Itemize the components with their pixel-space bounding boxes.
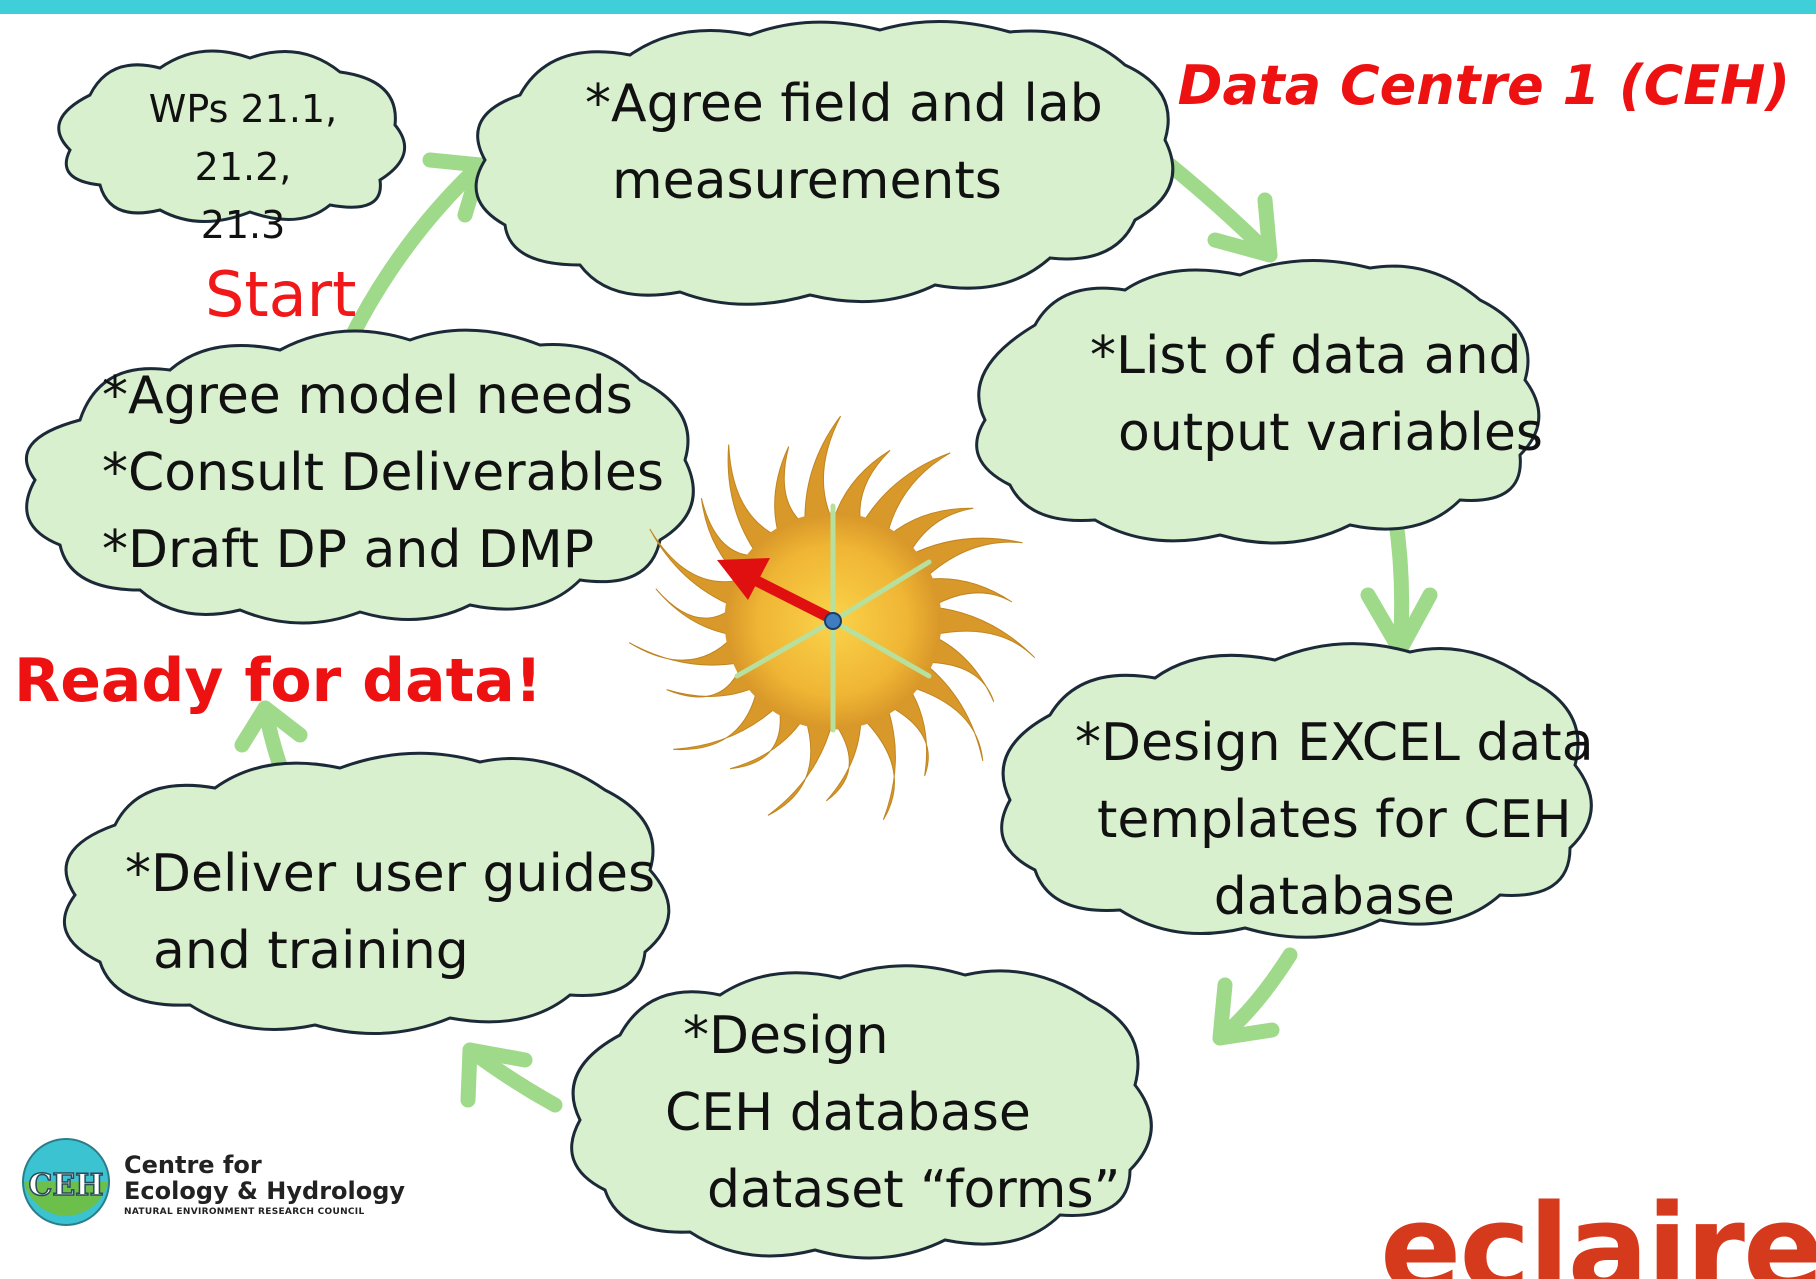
sun-flame xyxy=(767,716,834,816)
step6-line-2: and training xyxy=(153,921,469,981)
sun-flame xyxy=(700,497,759,580)
step2-line-2: measurements xyxy=(612,151,1002,211)
sun-flame xyxy=(923,578,1013,608)
sun-flame xyxy=(832,449,891,526)
top-accent-bar xyxy=(0,0,1816,14)
sun-flame xyxy=(666,661,758,698)
sun-flame xyxy=(804,415,842,526)
step3-line-1: *List of data and xyxy=(1090,326,1522,386)
step1-text: *Agree model needs *Consult Deliverables… xyxy=(102,358,664,589)
ceh-logo-emblem: CEH xyxy=(22,1138,110,1226)
sun-flame xyxy=(649,528,743,608)
step5-line-2: CEH database xyxy=(665,1083,1031,1143)
sun-flame xyxy=(774,446,806,538)
cloud-shapes xyxy=(24,20,1593,1260)
wps-label: WPs 21.1, 21.2, 21.3 xyxy=(148,80,338,254)
cloud-step5 xyxy=(570,964,1153,1260)
cloud-step4 xyxy=(1000,642,1593,939)
sun-flame xyxy=(628,634,743,666)
sun-flame xyxy=(886,685,929,777)
cloud-step2 xyxy=(474,20,1175,306)
cloud-step6 xyxy=(63,751,671,1036)
ceh-logo-text: Centre for Ecology & Hydrology NATURAL E… xyxy=(124,1152,405,1220)
step5-text: *Design CEH database dataset “forms” xyxy=(665,998,1121,1229)
eclaire-logo: eclaire xyxy=(1380,1180,1816,1279)
ceh-badge-text: CEH xyxy=(28,1168,103,1203)
sun-flame xyxy=(931,606,1036,659)
sun-flame xyxy=(923,634,995,703)
step4-line-3: database xyxy=(1213,867,1455,927)
arrow-step2-to-step3 xyxy=(1162,157,1278,263)
ceh-logo-line-1: Centre for xyxy=(124,1151,262,1179)
step2-text: *Agree field and lab measurements xyxy=(585,66,1103,220)
arrow-step3-to-step4 xyxy=(1360,507,1438,658)
cloud-step3 xyxy=(975,258,1541,545)
ceh-logo-line-3: NATURAL ENVIRONMENT RESEARCH COUNCIL xyxy=(124,1207,365,1217)
sun-flame xyxy=(825,716,862,802)
step4-text: *Design EXCEL data templates for CEH dat… xyxy=(1075,705,1594,936)
step5-line-1: *Design xyxy=(683,1006,889,1066)
cloud-wps xyxy=(57,49,406,223)
arrow-step1-to-step2 xyxy=(342,152,488,348)
sun-center-dot xyxy=(824,612,842,630)
step3-text: *List of data and output variables xyxy=(1090,318,1543,472)
step1-line-1: *Agree model needs xyxy=(102,366,633,426)
wps-line-2: 21.2, 21.3 xyxy=(194,145,292,247)
step5-line-3: dataset “forms” xyxy=(707,1160,1121,1220)
sun-flame xyxy=(908,537,1023,580)
start-label: Start xyxy=(205,258,357,331)
sun-flame xyxy=(655,588,735,636)
wps-line-1: WPs 21.1, xyxy=(148,87,338,131)
red-arrow-icon xyxy=(717,558,834,623)
cycle-arrows xyxy=(234,152,1438,1113)
sun-flame xyxy=(727,444,780,557)
sun-flame xyxy=(729,704,806,770)
arrow-step5-to-step6 xyxy=(460,1042,563,1113)
sun-flame xyxy=(673,685,780,751)
sun-flame xyxy=(860,704,896,820)
step4-line-1: *Design EXCEL data xyxy=(1075,713,1594,773)
step6-line-1: *Deliver user guides xyxy=(125,844,656,904)
sun-flame xyxy=(908,662,984,762)
cloud-step1 xyxy=(24,328,695,625)
page-title: Data Centre 1 (CEH) xyxy=(1177,54,1790,117)
step1-line-2: *Consult Deliverables xyxy=(102,443,664,503)
step4-line-2: templates for CEH xyxy=(1096,790,1572,850)
arrow-step4-to-step5 xyxy=(1212,947,1298,1046)
ceh-logo-line-2: Ecology & Hydrology xyxy=(124,1177,406,1205)
ready-label: Ready for data! xyxy=(14,646,543,716)
step2-line-1: *Agree field and lab xyxy=(585,74,1103,134)
sun-flame xyxy=(860,452,951,538)
step1-line-3: *Draft DP and DMP xyxy=(102,520,595,580)
step3-line-2: output variables xyxy=(1118,403,1543,463)
sun-graphic xyxy=(628,415,1036,820)
sun-spokes xyxy=(734,503,932,733)
step6-text: *Deliver user guides and training xyxy=(125,836,655,990)
